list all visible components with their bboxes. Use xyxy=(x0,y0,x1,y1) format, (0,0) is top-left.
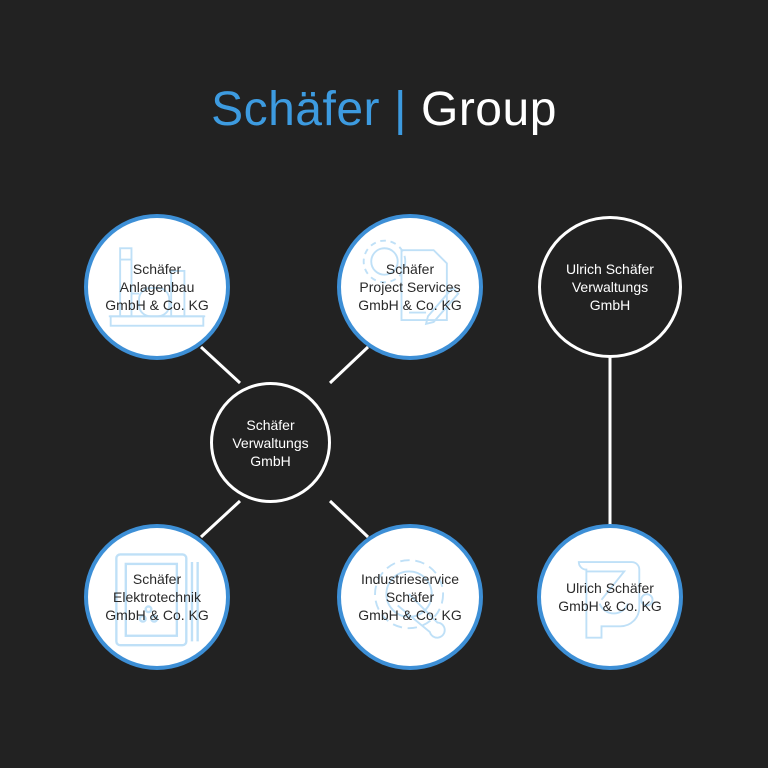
node-label: Ulrich Schäfer Verwaltungs GmbH xyxy=(566,261,654,313)
connector-anlagenbau xyxy=(199,345,242,385)
node-ulrich-verwaltungs[interactable]: Ulrich Schäfer Verwaltungs GmbH xyxy=(538,216,682,358)
connector-elektrotechnik xyxy=(199,499,242,539)
node-label: Industrieservice Schäfer GmbH & Co. KG xyxy=(358,571,462,623)
connector-project-services xyxy=(328,345,370,385)
node-label: Ulrich Schäfer GmbH & Co. KG xyxy=(558,580,662,614)
node-schaefer-verwaltungs[interactable]: Schäfer Verwaltungs GmbH xyxy=(210,382,331,503)
node-elektrotechnik[interactable]: Schäfer Elektrotechnik GmbH & Co. KG xyxy=(84,524,230,670)
node-label: Schäfer Elektrotechnik GmbH & Co. KG xyxy=(105,571,209,623)
node-anlagenbau[interactable]: Schäfer Anlagenbau GmbH & Co. KG xyxy=(84,214,230,360)
node-industrieservice[interactable]: Industrieservice Schäfer GmbH & Co. KG xyxy=(337,524,483,670)
logo-mark-icon xyxy=(577,561,654,639)
connector-industrieservice xyxy=(328,499,370,539)
title-separator: | xyxy=(394,83,407,136)
industrial-plant-icon xyxy=(108,247,206,327)
electrical-cabinet-icon xyxy=(115,553,199,647)
node-ulrich-kg[interactable]: Ulrich Schäfer GmbH & Co. KG xyxy=(537,524,683,670)
node-label: Schäfer Anlagenbau GmbH & Co. KG xyxy=(105,261,209,313)
node-label: Schäfer Verwaltungs GmbH xyxy=(232,416,309,469)
title-suffix: Group xyxy=(420,83,557,136)
node-label: Schäfer Project Services GmbH & Co. KG xyxy=(358,261,462,313)
node-project-services[interactable]: Schäfer Project Services GmbH & Co. KG xyxy=(337,214,483,360)
gear-wrench-icon xyxy=(374,559,446,639)
title-brand: Schäfer xyxy=(211,83,381,136)
page-title: Schäfer|Group xyxy=(0,78,768,142)
gear-document-pencil-icon xyxy=(362,239,460,326)
